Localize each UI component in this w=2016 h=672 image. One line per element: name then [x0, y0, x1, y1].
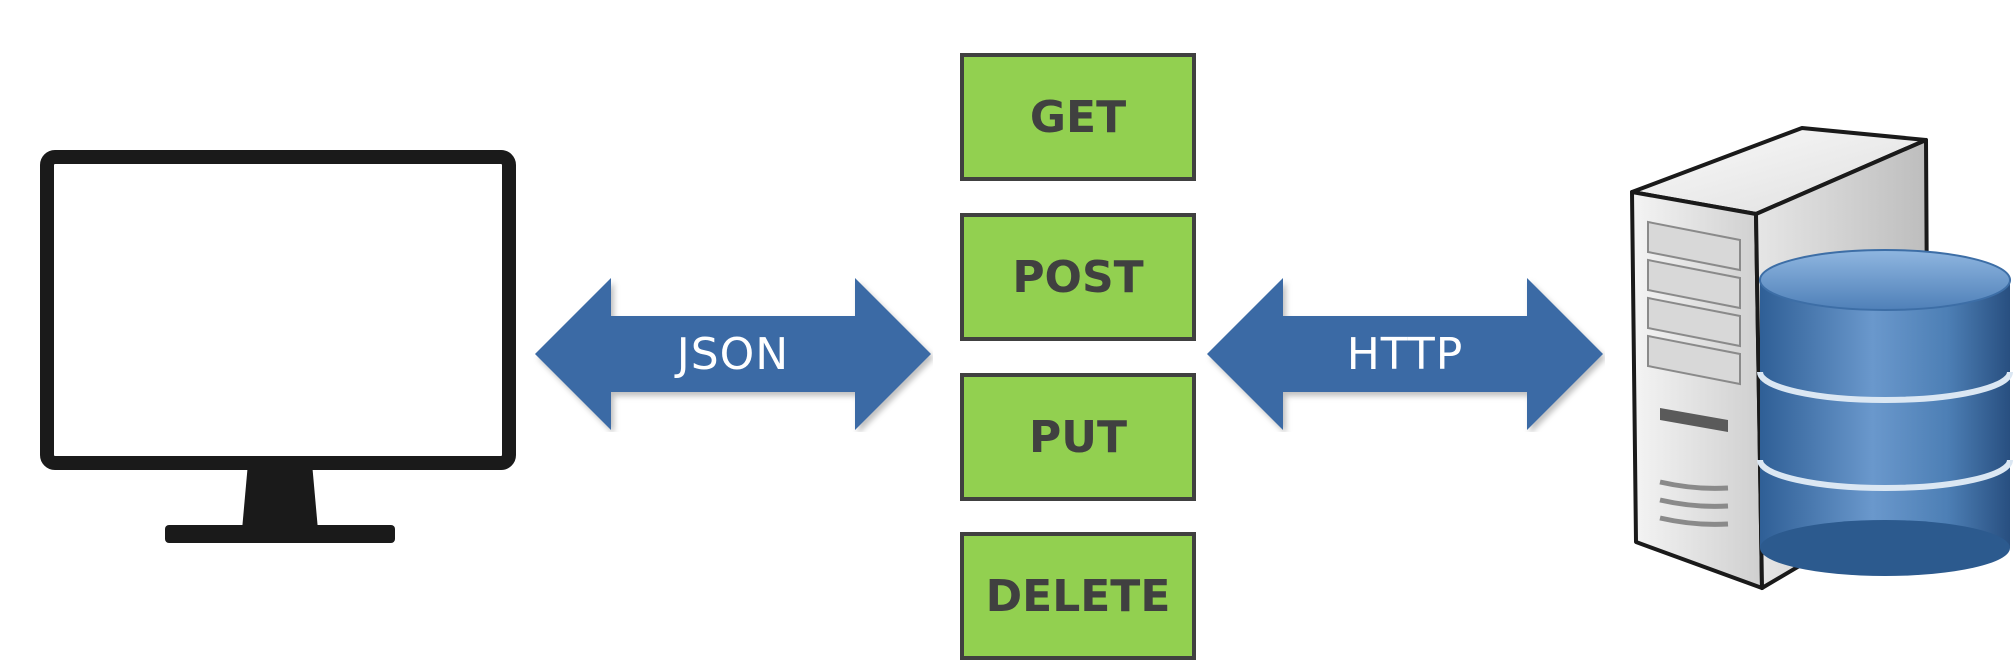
json-link-arrow: JSON	[533, 276, 933, 432]
get-method-button[interactable]: GET	[960, 53, 1196, 181]
http-link-arrow: HTTP	[1205, 276, 1605, 432]
server-icon	[1610, 110, 2016, 610]
monitor-icon	[40, 150, 520, 550]
put-method-button[interactable]: PUT	[960, 373, 1196, 501]
post-method-button[interactable]: POST	[960, 213, 1196, 341]
delete-method-button[interactable]: DELETE	[960, 532, 1196, 660]
database-icon	[1757, 249, 2013, 576]
